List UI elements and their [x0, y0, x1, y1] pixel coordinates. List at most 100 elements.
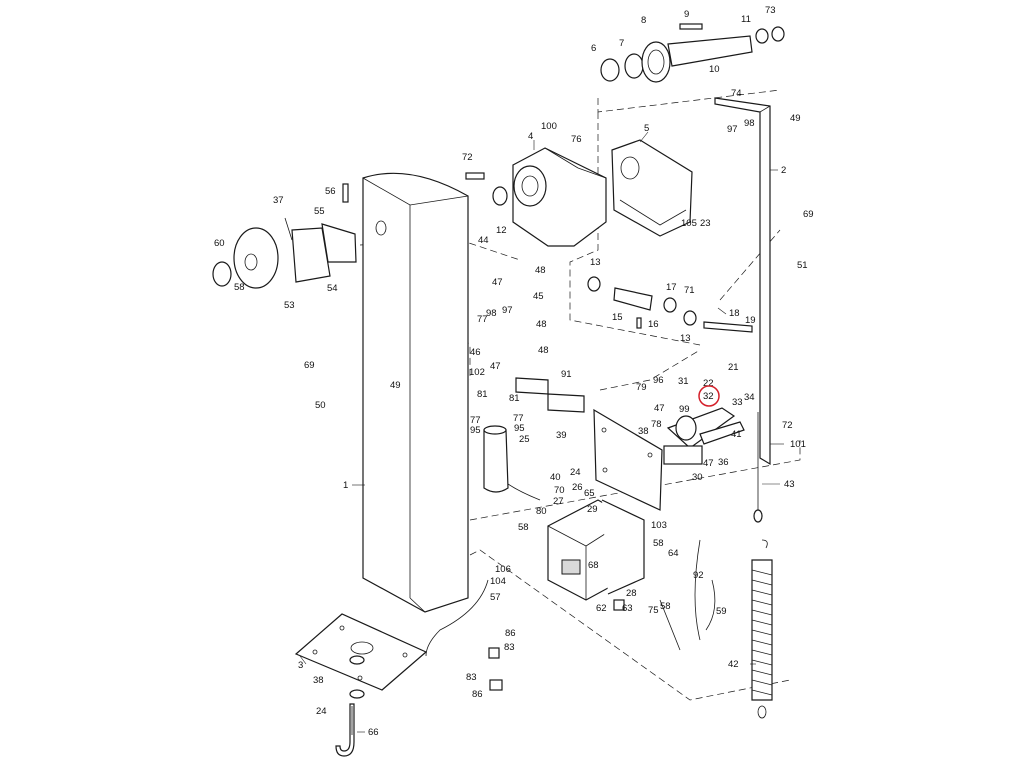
- callout-23: 23: [700, 218, 711, 229]
- callout-77c: 77: [513, 413, 524, 424]
- handwheel-assembly: [212, 183, 357, 289]
- limit-switch-assembly: [663, 407, 745, 465]
- callout-98b: 98: [486, 308, 497, 319]
- callout-51: 51: [797, 260, 808, 271]
- callout-34: 34: [744, 392, 755, 403]
- callout-72b: 72: [782, 420, 793, 431]
- callout-48c: 48: [538, 345, 549, 356]
- capacitor: [483, 425, 541, 501]
- callout-47d: 47: [703, 458, 714, 469]
- callout-22: 22: [703, 378, 714, 389]
- anchor-bolt: [335, 655, 365, 757]
- leader-lines: [299, 131, 784, 733]
- callout-56: 56: [325, 186, 336, 197]
- callout-92: 92: [693, 570, 704, 581]
- callout-81a: 81: [477, 389, 488, 400]
- callout-4: 4: [528, 131, 533, 142]
- callout-81b: 81: [509, 393, 520, 404]
- callout-69b: 69: [304, 360, 315, 371]
- callout-64: 64: [668, 548, 679, 559]
- callout-79: 79: [636, 382, 647, 393]
- callout-106: 106: [495, 564, 511, 575]
- callout-86b: 86: [472, 689, 483, 700]
- callout-97b: 97: [502, 305, 513, 316]
- callout-58a: 58: [234, 282, 245, 293]
- callout-26: 26: [572, 482, 583, 493]
- callout-57: 57: [490, 592, 501, 603]
- callout-101: 101: [790, 439, 806, 450]
- callout-95a: 95: [470, 425, 481, 436]
- callout-65: 65: [584, 488, 595, 499]
- callout-40: 40: [550, 472, 561, 483]
- mounting-plate: [593, 408, 663, 511]
- callout-18: 18: [729, 308, 740, 319]
- callout-11: 11: [741, 14, 751, 25]
- callout-73: 73: [765, 5, 776, 16]
- callout-71: 71: [684, 285, 695, 296]
- callout-103: 103: [651, 520, 667, 531]
- callout-59: 59: [716, 606, 727, 617]
- callout-47b: 47: [490, 361, 501, 372]
- callout-78: 78: [651, 419, 662, 430]
- callout-16: 16: [648, 319, 659, 330]
- drive-shaft-components: [587, 276, 753, 333]
- callout-66: 66: [368, 727, 379, 738]
- balance-spring: [751, 412, 773, 719]
- callout-83b: 83: [466, 672, 477, 683]
- callout-97a: 97: [727, 124, 738, 135]
- callout-7: 7: [619, 38, 624, 49]
- callout-36: 36: [718, 457, 729, 468]
- arm-bar: [714, 97, 771, 466]
- callout-47a: 47: [492, 277, 503, 288]
- callout-10: 10: [709, 64, 720, 75]
- callout-95b: 95: [514, 423, 525, 434]
- callout-62: 62: [596, 603, 607, 614]
- callout-29: 29: [587, 504, 598, 515]
- callout-70: 70: [554, 485, 565, 496]
- callout-44: 44: [478, 235, 489, 246]
- callout-30: 30: [692, 472, 703, 483]
- gearbox-housing: [465, 147, 607, 247]
- callout-55: 55: [314, 206, 325, 217]
- callout-58d: 58: [660, 601, 671, 612]
- gearbox-cover: [611, 139, 693, 237]
- callout-74: 74: [731, 88, 742, 99]
- callout-39: 39: [556, 430, 567, 441]
- callout-47c: 47: [654, 403, 665, 414]
- callout-5: 5: [644, 123, 649, 134]
- callout-83a: 83: [504, 642, 515, 653]
- callout-69a: 69: [803, 209, 814, 220]
- callout-76: 76: [571, 134, 582, 145]
- callout-13b: 13: [680, 333, 691, 344]
- callout-6: 6: [591, 43, 596, 54]
- callout-75: 75: [648, 605, 659, 616]
- callout-9: 9: [684, 9, 689, 20]
- callout-38a: 38: [638, 426, 649, 437]
- callout-19: 19: [745, 315, 756, 326]
- callout-100: 100: [541, 121, 557, 132]
- callout-102: 102: [469, 367, 485, 378]
- callout-54: 54: [327, 283, 338, 294]
- callout-12: 12: [496, 225, 507, 236]
- callout-72a: 72: [462, 152, 473, 163]
- callout-48b: 48: [536, 319, 547, 330]
- callout-25: 25: [519, 434, 530, 445]
- callout-41: 41: [731, 429, 742, 440]
- terminal-blocks: [515, 377, 585, 413]
- callout-91: 91: [561, 369, 572, 380]
- callout-98a: 98: [744, 118, 755, 129]
- callout-2: 2: [781, 165, 786, 176]
- callout-50: 50: [315, 400, 326, 411]
- callout-13a: 13: [590, 257, 601, 268]
- main-post: [362, 172, 469, 613]
- callout-32: 32: [703, 391, 714, 402]
- callout-58c: 58: [653, 538, 664, 549]
- callout-labels: 1 2 3 4 5 6 7 8 9 10 11 12 13 13 15 16 1…: [214, 5, 814, 738]
- callout-46: 46: [470, 347, 481, 358]
- callout-77a: 77: [477, 314, 488, 325]
- callout-32-highlight-ring: [698, 385, 720, 407]
- callout-27: 27: [553, 496, 564, 507]
- callout-96: 96: [653, 375, 664, 386]
- callout-3: 3: [298, 660, 303, 671]
